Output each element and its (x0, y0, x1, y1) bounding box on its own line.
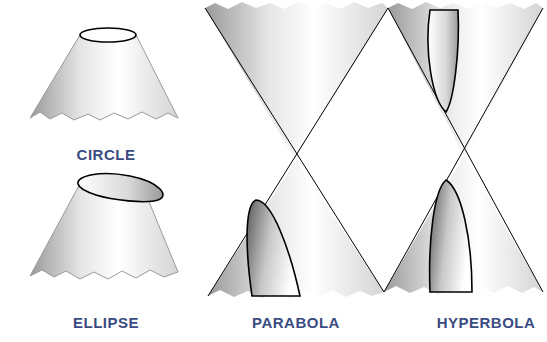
ellipse-cone (30, 174, 178, 279)
hyperbola-lower-branch (430, 180, 472, 292)
parabola-section (247, 200, 300, 296)
hyperbola-cone (384, 2, 543, 294)
section-label: PARABOLA (252, 314, 340, 331)
section-label: ELLIPSE (73, 314, 139, 331)
hyperbola-upper-branch (428, 10, 458, 112)
section-label: HYPERBOLA (437, 314, 536, 331)
parabola-cone (205, 2, 388, 298)
section-label: CIRCLE (77, 146, 136, 163)
ellipse-section (78, 174, 163, 202)
circle-cone (30, 28, 178, 120)
circle-section (80, 28, 136, 42)
